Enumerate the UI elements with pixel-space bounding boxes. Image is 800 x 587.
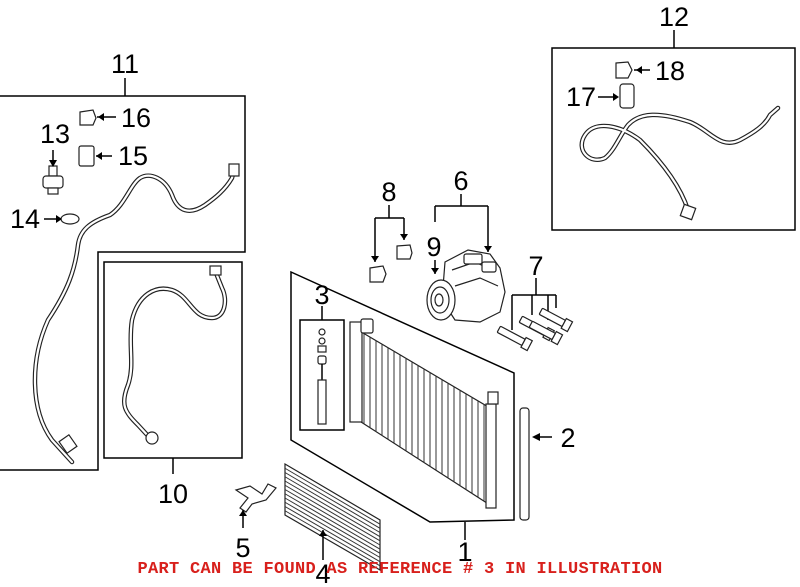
bracket-5: [234, 483, 277, 528]
callout-16: 16: [121, 103, 151, 133]
callout-2: 2: [560, 423, 575, 453]
callout-10: 10: [158, 479, 188, 509]
callout-11: 11: [111, 49, 139, 79]
callout-1: 1: [457, 537, 472, 567]
screen-4: [284, 462, 381, 572]
callout-15: 15: [118, 141, 148, 171]
callout-7: 7: [528, 251, 543, 281]
bolts-7: [496, 278, 574, 352]
callout-17: 17: [566, 82, 596, 112]
reference-footnote: PART CAN BE FOUND AS REFERENCE # 3 IN IL…: [137, 560, 663, 579]
callout-12: 12: [659, 2, 689, 32]
hose-10: [103, 261, 243, 474]
drier-cartridge-3: [299, 306, 345, 431]
bushings-8: [369, 205, 413, 283]
callout-5: 5: [235, 533, 250, 563]
hose-assembly-11: [0, 78, 246, 471]
callout-18: 18: [655, 56, 685, 86]
compressor-6: [426, 194, 506, 323]
callout-4: 4: [315, 559, 330, 587]
callout-13: 13: [40, 119, 70, 149]
seal-strip-2: [519, 407, 552, 521]
callout-3: 3: [314, 280, 329, 310]
callout-9: 9: [426, 232, 441, 262]
callout-6: 6: [453, 166, 468, 196]
callout-14: 14: [10, 204, 40, 234]
hose-12: [551, 30, 796, 231]
callout-8: 8: [381, 177, 396, 207]
condenser-1: [290, 270, 515, 540]
